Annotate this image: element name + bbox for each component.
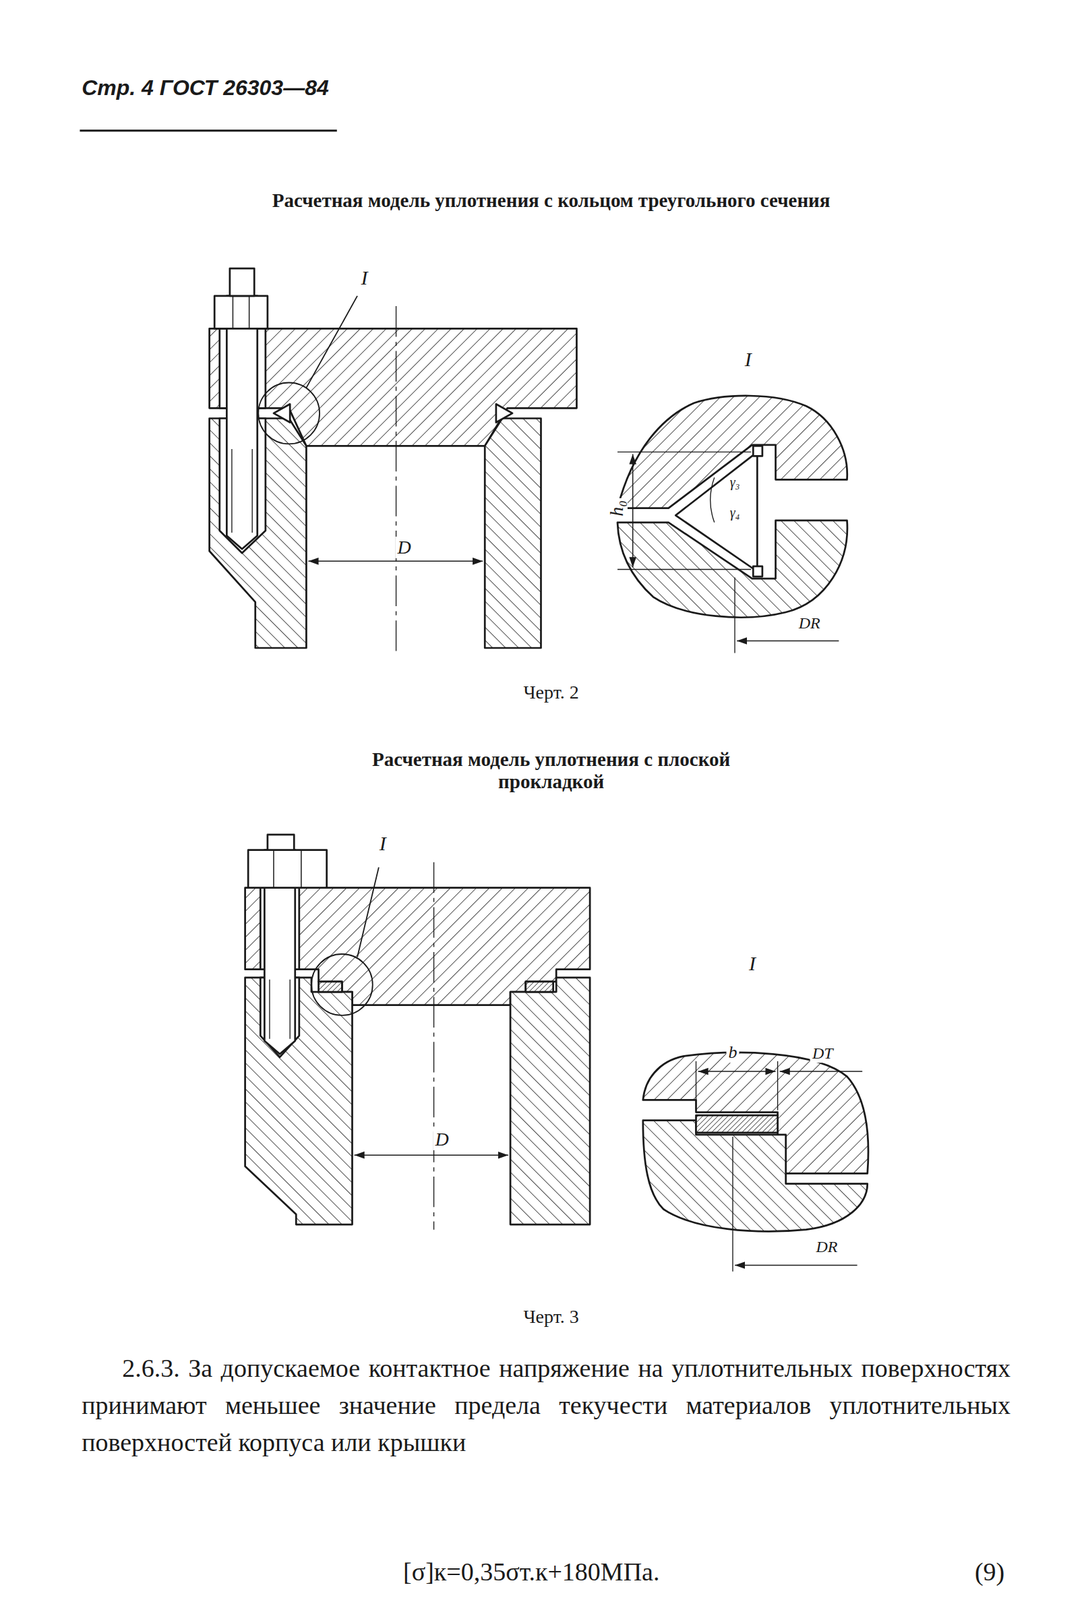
dimension-label: D [395,535,413,558]
figure-number: Черт. 2 [523,680,579,703]
dimension-label: D [432,1128,451,1151]
formula-number: (9) [974,1557,1005,1587]
callout-label: I [359,266,371,290]
detail-label: I [748,951,756,976]
angle-label: γ₃ [730,473,741,490]
page-header: Стр. 4 ГОСТ 26303—84 [81,75,329,101]
figure-number: Черт. 3 [523,1305,579,1328]
figure-title: Расчетная модель уплотнения с кольцом тр… [248,190,855,213]
figure-title: Расчетная модель уплотнения с плоской пр… [335,748,768,794]
dimension-label: DR [813,1237,840,1257]
formula: [σ]к=0,35σт.к+180МПа. [403,1557,660,1587]
dimension-label: h₀ [605,498,627,519]
body-paragraph: 2.6.3. За допускаемое контактное напряже… [81,1349,1011,1461]
dimension-label: b [726,1042,740,1063]
callout-label: I [377,831,389,855]
angle-label: γ₄ [730,504,741,521]
dimension-label: DR [796,614,823,633]
dimension-label: DT [810,1044,836,1064]
detail-label: I [744,347,752,372]
